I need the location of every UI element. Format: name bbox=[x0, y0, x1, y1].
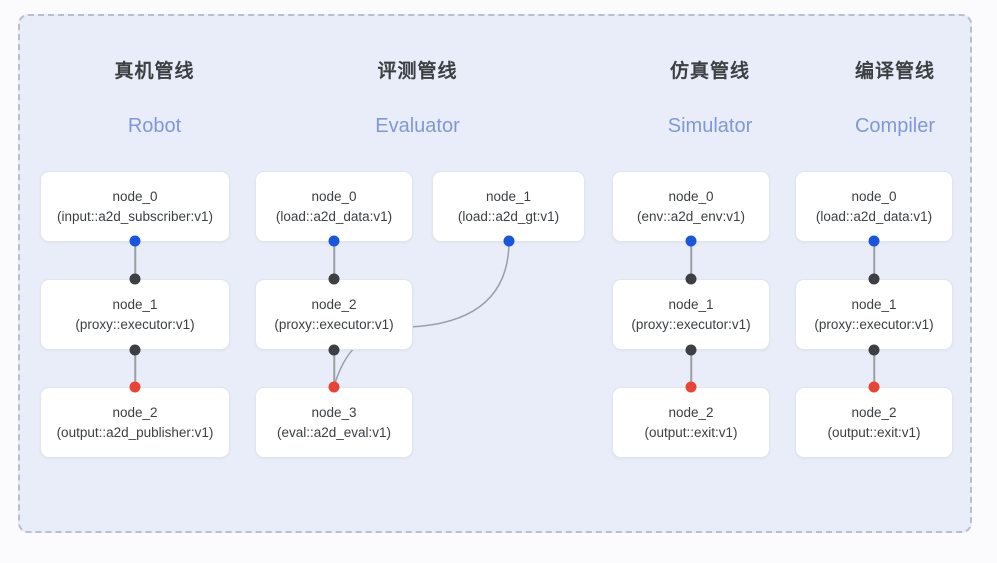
port-input-evaluator-3[interactable] bbox=[328, 381, 340, 393]
port-input-compiler-1[interactable] bbox=[868, 273, 880, 285]
port-input-robot-1[interactable] bbox=[129, 273, 141, 285]
node-compiler-2[interactable]: node_2 (output::exit:v1) bbox=[795, 387, 953, 458]
node-evaluator-3[interactable]: node_3 (eval::a2d_eval:v1) bbox=[255, 387, 413, 458]
node-compiler-0[interactable]: node_0 (load::a2d_data:v1) bbox=[795, 171, 953, 242]
node-type: (load::a2d_data:v1) bbox=[275, 208, 393, 224]
column-header-simulator: 仿真管线 Simulator bbox=[595, 62, 825, 136]
node-type: (output::exit:v1) bbox=[644, 424, 738, 440]
node-type: (input::a2d_subscriber:v1) bbox=[56, 208, 214, 224]
port-output-compiler-1[interactable] bbox=[868, 344, 880, 356]
node-simulator-1[interactable]: node_1 (proxy::executor:v1) bbox=[612, 279, 770, 350]
column-title-en-simulator: Simulator bbox=[667, 115, 753, 137]
column-header-compiler: 编译管线 Compiler bbox=[780, 62, 997, 136]
port-output-evaluator-0[interactable] bbox=[328, 235, 340, 247]
node-name: node_0 bbox=[851, 188, 897, 204]
node-name: node_0 bbox=[668, 188, 714, 204]
node-compiler-1[interactable]: node_1 (proxy::executor:v1) bbox=[795, 279, 953, 350]
column-title-cn-simulator: 仿真管线 bbox=[669, 61, 750, 82]
column-title-en-compiler: Compiler bbox=[854, 115, 936, 137]
port-output-simulator-0[interactable] bbox=[685, 235, 697, 247]
node-type: (proxy::executor:v1) bbox=[631, 316, 751, 332]
node-evaluator-2[interactable]: node_2 (proxy::executor:v1) bbox=[255, 279, 413, 350]
node-type: (proxy::executor:v1) bbox=[274, 316, 394, 332]
node-type: (proxy::executor:v1) bbox=[75, 316, 195, 332]
node-type: (eval::a2d_eval:v1) bbox=[276, 424, 392, 440]
port-input-robot-2[interactable] bbox=[129, 381, 141, 393]
node-name: node_0 bbox=[311, 188, 357, 204]
node-simulator-2[interactable]: node_2 (output::exit:v1) bbox=[612, 387, 770, 458]
node-evaluator-0[interactable]: node_0 (load::a2d_data:v1) bbox=[255, 171, 413, 242]
node-evaluator-1[interactable]: node_1 (load::a2d_gt:v1) bbox=[432, 171, 585, 242]
node-name: node_2 bbox=[668, 404, 714, 420]
node-simulator-0[interactable]: node_0 (env::a2d_env:v1) bbox=[612, 171, 770, 242]
edge-simulator-n0-n1 bbox=[690, 241, 692, 279]
column-header-evaluator: 评测管线 Evaluator bbox=[305, 62, 530, 136]
port-output-evaluator-1[interactable] bbox=[503, 235, 515, 247]
column-title-en-robot: Robot bbox=[127, 115, 182, 137]
edge-simulator-n1-n2 bbox=[690, 350, 692, 387]
node-type: (env::a2d_env:v1) bbox=[636, 208, 746, 224]
node-type: (output::a2d_publisher:v1) bbox=[56, 424, 214, 440]
edge-robot-n0-n1 bbox=[134, 241, 136, 279]
column-title-en-evaluator: Evaluator bbox=[375, 115, 460, 137]
node-name: node_1 bbox=[851, 296, 897, 312]
column-header-robot: 真机管线 Robot bbox=[42, 62, 267, 136]
node-name: node_3 bbox=[311, 404, 357, 420]
node-robot-0[interactable]: node_0 (input::a2d_subscriber:v1) bbox=[40, 171, 230, 242]
node-robot-2[interactable]: node_2 (output::a2d_publisher:v1) bbox=[40, 387, 230, 458]
port-input-simulator-1[interactable] bbox=[685, 273, 697, 285]
edge-robot-n1-n2 bbox=[134, 350, 136, 387]
column-title-cn-evaluator: 评测管线 bbox=[377, 61, 458, 82]
node-name: node_2 bbox=[851, 404, 897, 420]
column-title-cn-compiler: 编译管线 bbox=[854, 61, 935, 82]
edge-compiler-n0-n1 bbox=[873, 241, 875, 279]
column-title-cn-robot: 真机管线 bbox=[114, 61, 195, 82]
port-input-simulator-2[interactable] bbox=[685, 381, 697, 393]
node-name: node_1 bbox=[668, 296, 714, 312]
port-output-evaluator-2[interactable] bbox=[328, 344, 340, 356]
edge-compiler-n1-n2 bbox=[873, 350, 875, 387]
node-type: (proxy::executor:v1) bbox=[814, 316, 934, 332]
node-type: (load::a2d_gt:v1) bbox=[457, 208, 560, 224]
port-input-evaluator-2[interactable] bbox=[328, 273, 340, 285]
node-robot-1[interactable]: node_1 (proxy::executor:v1) bbox=[40, 279, 230, 350]
node-name: node_2 bbox=[112, 404, 158, 420]
node-type: (load::a2d_data:v1) bbox=[815, 208, 933, 224]
port-input-compiler-2[interactable] bbox=[868, 381, 880, 393]
node-name: node_0 bbox=[112, 188, 158, 204]
node-name: node_1 bbox=[112, 296, 158, 312]
node-type: (output::exit:v1) bbox=[827, 424, 921, 440]
port-output-robot-1[interactable] bbox=[129, 344, 141, 356]
node-name: node_1 bbox=[485, 188, 532, 204]
port-output-compiler-0[interactable] bbox=[868, 235, 880, 247]
node-name: node_2 bbox=[311, 296, 357, 312]
port-output-robot-0[interactable] bbox=[129, 235, 141, 247]
port-output-simulator-1[interactable] bbox=[685, 344, 697, 356]
